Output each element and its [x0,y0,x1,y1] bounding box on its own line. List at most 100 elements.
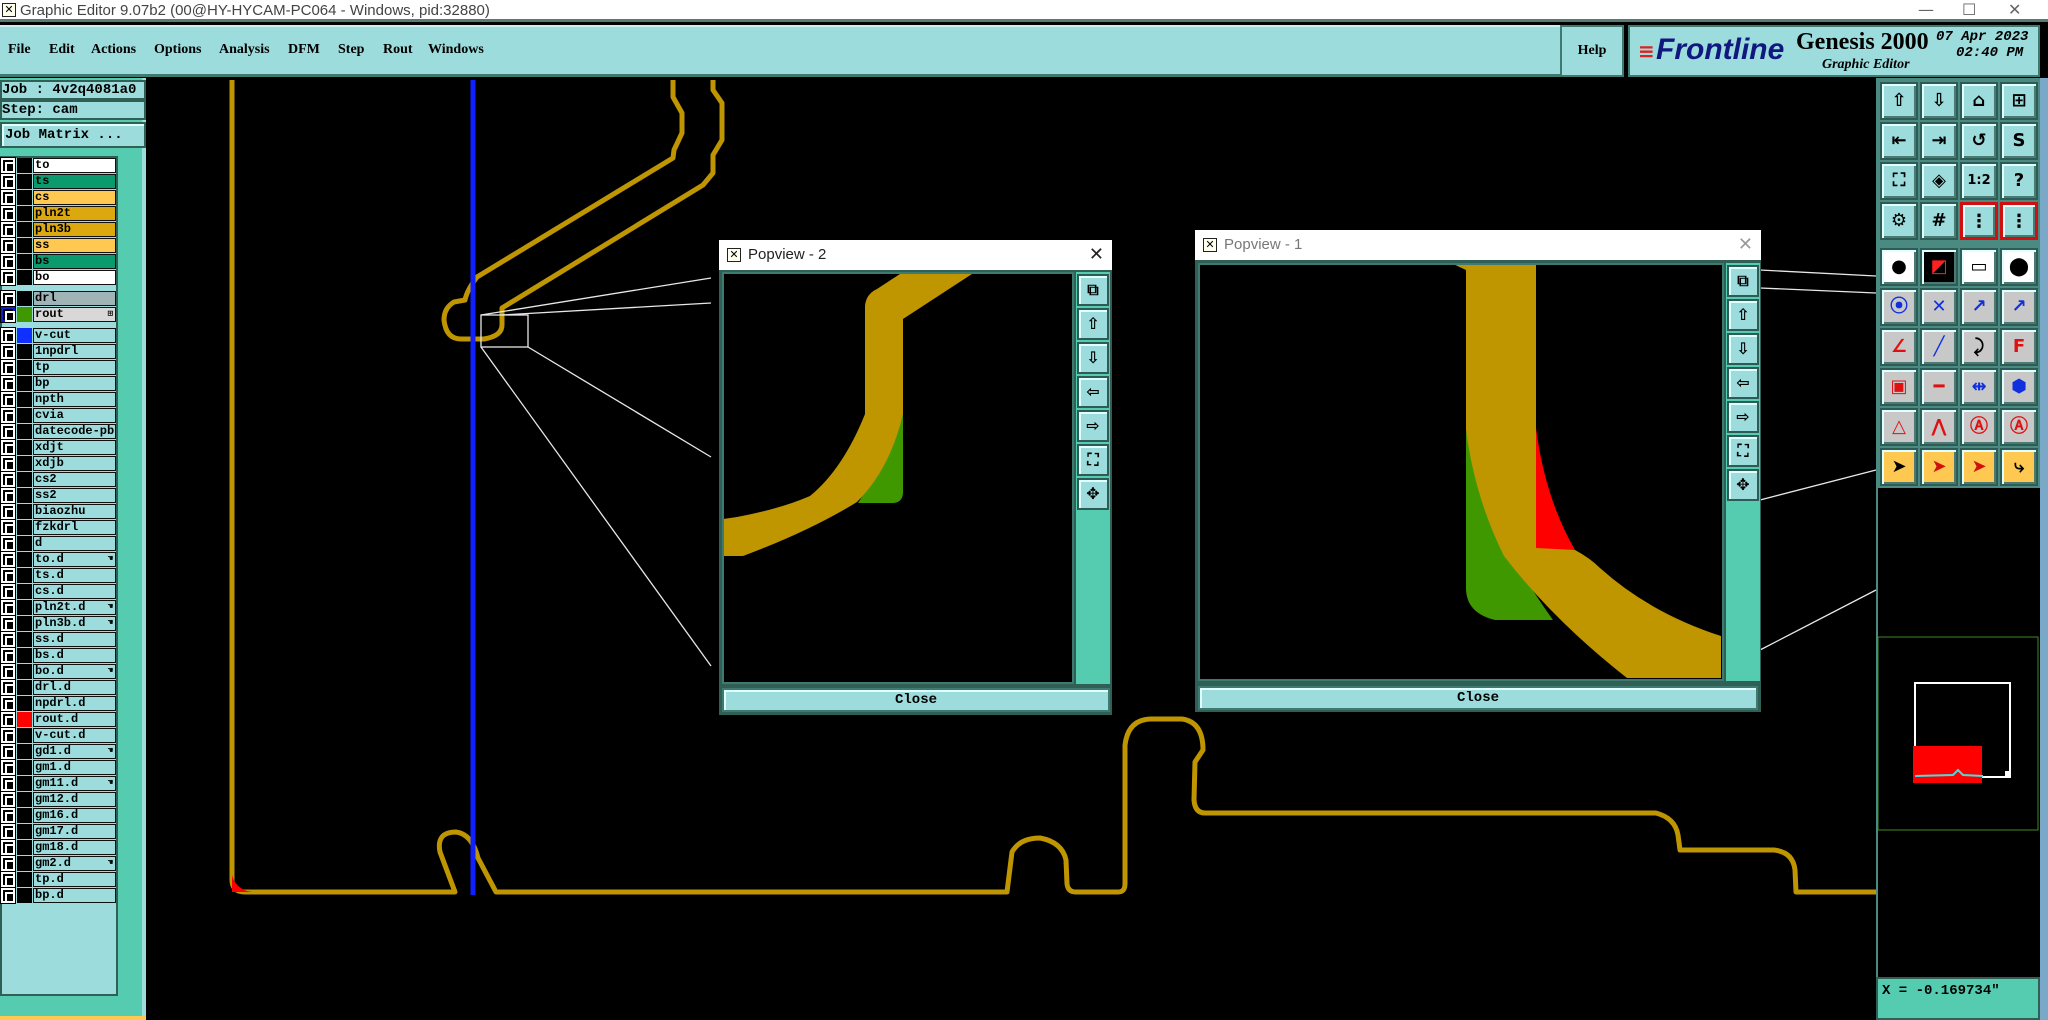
layer-name[interactable]: gm1.d [33,760,116,775]
layer-name[interactable]: gm12.d [33,792,116,807]
layer-row[interactable]: pln3b.d☚ [0,615,116,632]
pan-down-icon[interactable]: ⇩ [1077,342,1109,374]
grid-icon[interactable]: # [1920,202,1958,240]
zoom-in-icon[interactable]: ⛶ [1727,435,1759,467]
peak-icon[interactable]: ⋀ [1920,408,1958,446]
minimize-button[interactable]: — [1918,0,1934,19]
layer-row[interactable]: xdjt [0,439,116,456]
layer-checkbox[interactable] [0,807,16,824]
layer-checkbox[interactable] [0,631,16,648]
layer-checkbox[interactable] [0,269,16,286]
layer-checkbox[interactable] [0,551,16,568]
delete-node-icon[interactable]: ✕ [1920,288,1958,326]
layer-checkbox[interactable] [0,253,16,270]
popview-2-close-button[interactable]: Close [722,688,1110,712]
help-menu[interactable]: Help [1560,25,1624,77]
layer-row[interactable]: to.d☚ [0,551,116,568]
layer-name[interactable]: gm16.d [33,808,116,823]
layer-name[interactable]: rout.d [33,712,116,727]
popview-1-close-x[interactable]: ✕ [1737,234,1753,254]
layer-row[interactable]: npth [0,391,116,408]
layer-name[interactable]: npdrl.d [33,696,116,711]
popview-2-close-x[interactable]: ✕ [1088,244,1104,264]
layer-row[interactable]: ss2 [0,487,116,504]
layer-name[interactable]: tp [33,360,116,375]
layer-name[interactable]: gm18.d [33,840,116,855]
layer-name[interactable]: bp [33,376,116,391]
layer-checkbox[interactable] [0,423,16,440]
netlist-icon[interactable]: ⋮ [1960,202,1998,240]
layer-checkbox[interactable] [0,567,16,584]
layer-row[interactable]: ss [0,237,116,254]
layer-name[interactable]: v-cut [33,328,116,343]
layer-name[interactable]: pln2t.d☚ [33,600,116,615]
layer-name[interactable]: to.d☚ [33,552,116,567]
layer-row[interactable]: gm18.d [0,839,116,856]
layer-checkbox[interactable] [0,359,16,376]
menu-analysis[interactable]: Analysis [219,42,270,57]
layer-checkbox[interactable] [0,306,16,323]
triangle-icon[interactable]: △ [1880,408,1918,446]
export-icon[interactable]: ⇥ [1920,122,1958,160]
layer-name[interactable]: bo [33,270,116,285]
layer-checkbox[interactable] [0,343,16,360]
layer-row[interactable]: drl.d [0,679,116,696]
tools-icon[interactable]: ⚙ [1880,202,1918,240]
popview-1-canvas[interactable] [1198,263,1724,681]
layer-row[interactable]: v-cut [0,327,116,344]
arch-icon[interactable]: Ⓐ [1960,408,1998,446]
move-pad-icon[interactable]: ↗ [2000,288,2038,326]
layer-row[interactable]: bo [0,269,116,286]
popview-2-canvas[interactable] [722,272,1074,684]
layer-row[interactable]: bo.d☚ [0,663,116,680]
layer-checkbox[interactable] [0,407,16,424]
swap-icon[interactable]: ⧉ [1727,265,1759,297]
layer-checkbox[interactable] [0,615,16,632]
layer-name[interactable]: npth [33,392,116,407]
layer-checkbox[interactable] [0,599,16,616]
pad-icon[interactable]: ● [1880,248,1918,286]
layer-name[interactable]: bo.d☚ [33,664,116,679]
maximize-button[interactable]: ☐ [1962,0,1977,19]
dimension-icon[interactable]: ⇹ [1960,368,1998,406]
layer-name[interactable]: gm2.d☚ [33,856,116,871]
layer-name[interactable]: drl.d [33,680,116,695]
layer-name[interactable]: fzkdrl [33,520,116,535]
layer-name[interactable]: xdjt [33,440,116,455]
layer-checkbox[interactable] [0,487,16,504]
layer-checkbox[interactable] [0,327,16,344]
layer-checkbox[interactable] [0,871,16,888]
pan-right-icon[interactable]: ⇨ [1727,401,1759,433]
layer-row[interactable]: cvia [0,407,116,424]
layer-checkbox[interactable] [0,887,16,904]
layer-checkbox[interactable] [0,743,16,760]
layer-row[interactable]: cs2 [0,471,116,488]
layer-name[interactable]: d [33,536,116,551]
layer-checkbox[interactable] [0,839,16,856]
layer-name[interactable]: 1npdrl [33,344,116,359]
layer-checkbox[interactable] [0,711,16,728]
layer-name[interactable]: bs [33,254,116,269]
arc-icon[interactable]: ⤸ [1960,328,1998,366]
layer-row[interactable]: cs.d [0,583,116,600]
layer-name[interactable]: gm17.d [33,824,116,839]
layer-checkbox[interactable] [0,519,16,536]
pointer-icon[interactable]: ➤ [1880,448,1918,486]
zoom-out-icon[interactable]: ✥ [1077,478,1109,510]
pan-down-icon[interactable]: ⇩ [1727,333,1759,365]
layer-name[interactable]: to [33,158,116,173]
layer-checkbox[interactable] [0,157,16,174]
menu-rout[interactable]: Rout [383,42,413,57]
layer-checkbox[interactable] [0,583,16,600]
layer-row[interactable]: gm17.d [0,823,116,840]
layer-checkbox[interactable] [0,855,16,872]
zoom-fit-icon[interactable]: ⛶ [1880,162,1918,200]
connect-icon[interactable]: ⦿ [1880,288,1918,326]
layer-checkbox[interactable] [0,375,16,392]
angle-line-icon[interactable]: ∠ [1880,328,1918,366]
layer-checkbox[interactable] [0,535,16,552]
layer-row[interactable]: xdjb [0,455,116,472]
zoom-out-icon[interactable]: ✥ [1727,469,1759,501]
layer-row[interactable]: gm2.d☚ [0,855,116,872]
